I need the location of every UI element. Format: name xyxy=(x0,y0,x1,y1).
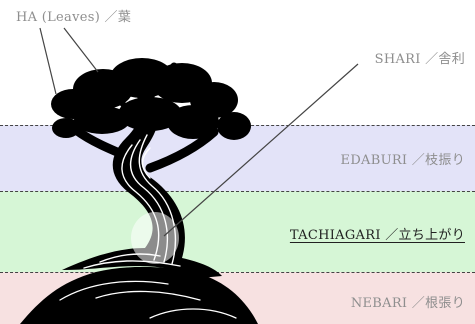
shari-highlight xyxy=(131,212,179,264)
tachiagari-label: TACHIAGARI ／立ち上がり xyxy=(290,224,465,243)
shari-label: SHARI ／舎利 xyxy=(375,48,465,67)
nebari-roots xyxy=(20,267,258,324)
nebari-label: NEBARI ／根張り xyxy=(351,292,465,311)
ha-leaves-label: HA (Leaves) ／葉 xyxy=(16,6,131,25)
edaburi-label: EDABURI ／枝振り xyxy=(341,149,465,168)
